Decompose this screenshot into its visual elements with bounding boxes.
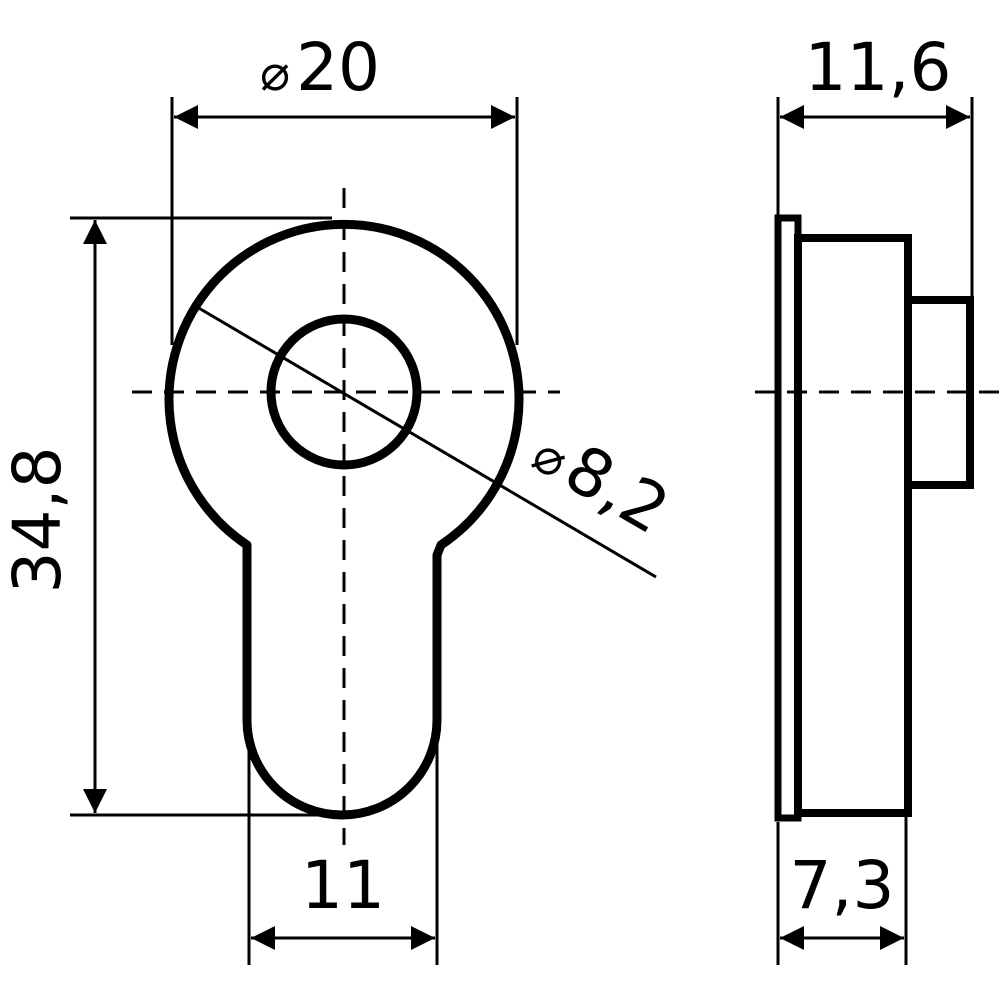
side-boss	[904, 296, 974, 489]
top-diameter-value: 20	[296, 29, 380, 106]
top-diameter-label: ⌀20	[260, 29, 380, 106]
bottom-width-label: 11	[301, 847, 385, 924]
side-body	[794, 234, 912, 817]
height-label: 34,8	[0, 447, 76, 594]
hole-diameter-leader	[196, 305, 657, 579]
center-hole	[266, 314, 422, 470]
side-view: 11,6 7,3	[755, 29, 1000, 965]
front-view: ⌀20 34,8 ⌀8,2 11	[0, 29, 682, 965]
hole-diameter-label: ⌀8,2	[521, 412, 682, 549]
side-total-depth-label: 11,6	[805, 29, 952, 106]
escutcheon-outline	[164, 219, 524, 820]
diameter-symbol: ⌀	[260, 44, 290, 102]
side-body-depth-label: 7,3	[790, 847, 895, 924]
